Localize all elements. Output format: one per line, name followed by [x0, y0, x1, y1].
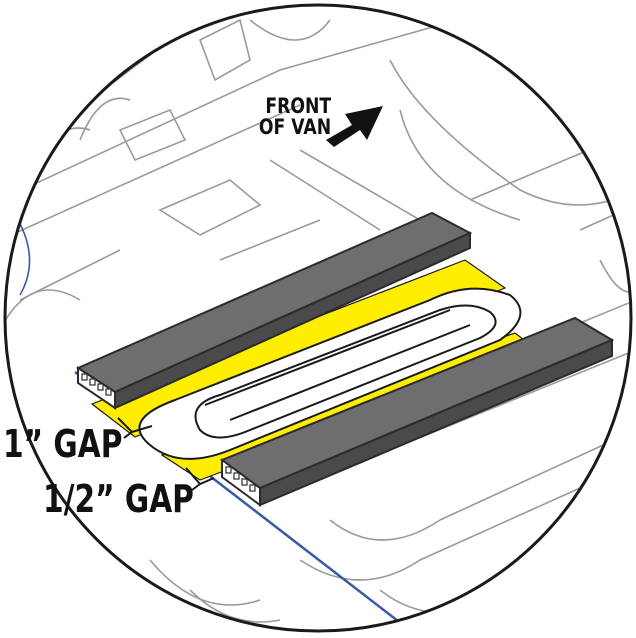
gap-small-label: 1/2” GAP [43, 477, 194, 521]
gap-bracket-large [117, 417, 153, 439]
front-label-line1: FRONT [265, 94, 332, 118]
floor-board-left[interactable] [75, 211, 473, 410]
detail-circle [3, 3, 633, 633]
front-label-line2: OF VAN [258, 115, 332, 139]
gap-bracket-small [185, 467, 215, 491]
floor-edge-curve [17, 219, 31, 296]
gap-large-label: 1” GAP [3, 422, 123, 466]
floor-board-right[interactable] [219, 316, 615, 507]
van-floor-outline [5, 5, 631, 623]
arrow-up-right-icon [326, 106, 383, 147]
front-of-van-label: FRONT OF VAN [259, 96, 331, 138]
floor-channel [138, 287, 522, 460]
